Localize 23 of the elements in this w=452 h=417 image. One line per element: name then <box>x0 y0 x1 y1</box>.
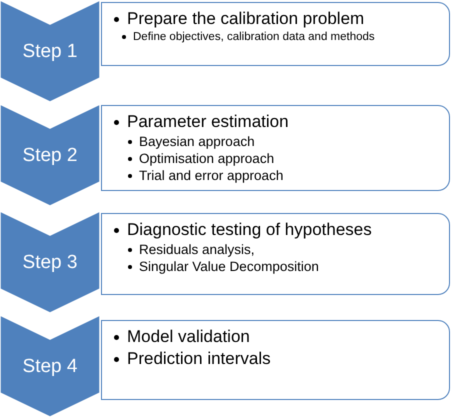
bullet-item: Define objectives, calibration data and methods <box>133 31 375 43</box>
bullet-item: Singular Value Decomposition <box>139 259 319 274</box>
text-panel <box>101 320 450 400</box>
bullet-item: Trial and error approach <box>139 168 284 183</box>
bullet-item: Optimisation approach <box>139 151 274 166</box>
step-marker <box>0 315 100 417</box>
bullet-heading: Prepare the calibration problem <box>127 9 364 29</box>
step-label: Step 2 <box>22 145 78 167</box>
text-panel <box>101 105 450 191</box>
step-label: Step 1 <box>22 41 78 63</box>
bullet-item: Bayesian approach <box>139 134 255 149</box>
text-panel <box>101 2 450 66</box>
step-label: Step 3 <box>22 252 78 274</box>
step-marker <box>0 0 100 102</box>
step-marker <box>0 211 100 313</box>
text-panel <box>101 213 450 295</box>
bullet-heading: Model validation <box>127 327 250 347</box>
step-marker <box>0 104 100 206</box>
bullet-item: Residuals analysis, <box>139 242 255 257</box>
bullet-item: Prediction intervals <box>127 349 271 369</box>
step-label: Step 4 <box>22 356 78 378</box>
bullet-heading: Parameter estimation <box>127 112 289 132</box>
bullet-heading: Diagnostic testing of hypotheses <box>127 220 372 240</box>
